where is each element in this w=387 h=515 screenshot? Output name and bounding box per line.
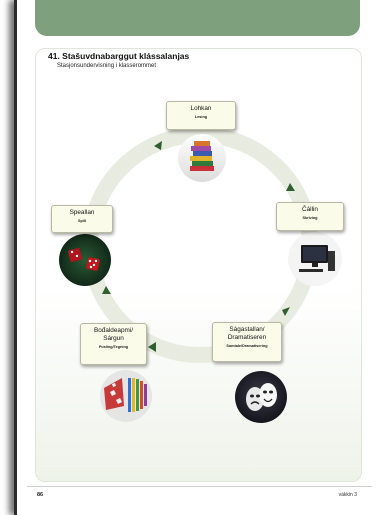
computer-picture xyxy=(288,232,342,286)
station-name: Speallan xyxy=(69,209,95,216)
footer-publisher: vákkin 3 xyxy=(338,492,357,498)
arrow-icon xyxy=(148,342,156,352)
station-box-writing: Čállin Skriving xyxy=(276,202,344,231)
arrow-icon xyxy=(282,307,290,316)
dice-picture xyxy=(59,234,111,286)
station-box-games: Speallan Spill xyxy=(51,205,113,233)
footer-divider xyxy=(27,486,372,487)
station-name: Bođaldeapmi/ xyxy=(93,327,134,334)
arrow-icon xyxy=(286,183,295,191)
page-number: 86 xyxy=(37,492,44,498)
puzzle-pencils-picture xyxy=(100,370,152,422)
books-picture xyxy=(178,134,226,182)
station-subtitle: Skriving xyxy=(302,216,318,220)
station-name-line2: Sárgun xyxy=(103,335,124,342)
page-subtitle: Stasjonsundervisning i klasserommet xyxy=(57,63,157,69)
station-name: Čállin xyxy=(302,206,318,213)
header-band xyxy=(35,0,360,36)
station-name: Lohkan xyxy=(190,105,212,112)
page-title: 41. Stašuvdnabarggut klássalanjas xyxy=(48,51,190,61)
station-subtitle: Lesing xyxy=(194,115,208,119)
station-subtitle: Samtale/Dramatisering xyxy=(226,344,268,348)
station-name-line2: Dramatiseren xyxy=(227,334,267,341)
station-subtitle: Pusling/Tegning xyxy=(98,345,129,349)
arrow-icon xyxy=(102,286,111,294)
theatre-masks-picture xyxy=(235,371,287,423)
station-box-conversation: Ságastallan/ Dramatiseren Samtale/Dramat… xyxy=(212,322,282,362)
station-subtitle: Spill xyxy=(77,219,87,223)
station-box-reading: Lohkan Lesing xyxy=(166,101,236,130)
station-name: Ságastallan/ xyxy=(229,326,265,333)
page-binding-edge xyxy=(14,0,17,515)
station-box-puzzle: Bođaldeapmi/ Sárgun Pusling/Tegning xyxy=(80,323,147,365)
cycle-arrows xyxy=(102,141,295,352)
arrow-icon xyxy=(154,141,162,150)
